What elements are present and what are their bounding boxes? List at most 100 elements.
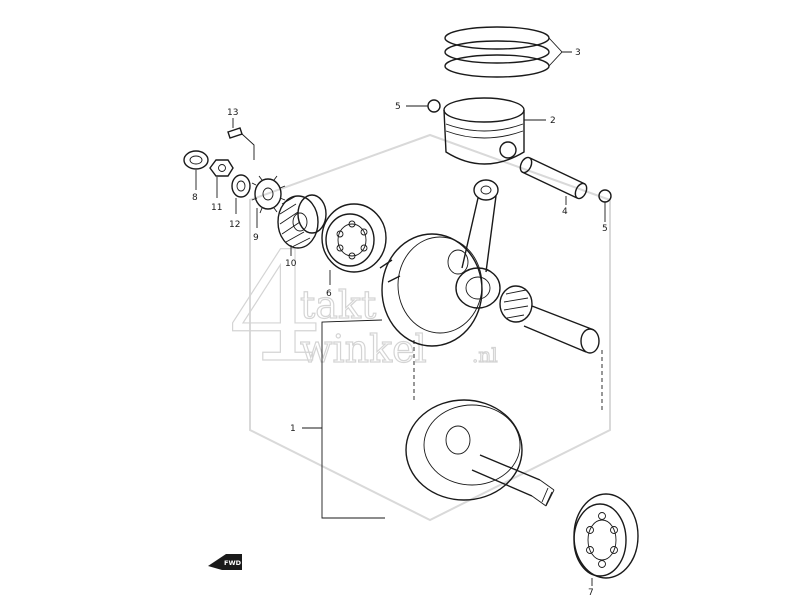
bearing-6-ball [348,220,356,228]
bearing-7-ball [586,546,594,554]
crank-left-web-inner [397,236,483,334]
callout-9[interactable]: 9 [253,233,259,243]
bearing-6-ball [348,252,356,260]
callout-12[interactable]: 12 [229,220,240,230]
drive-gear-teeth [251,175,286,214]
callout-13-leader [232,118,255,160]
piston-ring-middle [444,40,550,64]
washer: 12 [229,174,251,230]
nut-bore [218,164,226,172]
crank-left-web [381,233,483,347]
callout-7[interactable]: 7 [588,588,594,598]
callout-10[interactable]: 10 [285,259,297,269]
primary-gear-bore [292,212,308,232]
callout-3[interactable]: 3 [575,48,581,58]
bearing-7-ball [586,526,594,534]
piston-pin-boss [499,141,517,159]
crank-pin-end [580,328,600,354]
bearing-6-outer-race [321,203,387,273]
crank-thread-lines [541,487,553,506]
callout-4[interactable]: 4 [562,207,568,217]
primary-gear-front [277,195,319,249]
watermark-line2: winkel [300,327,427,371]
conrod-small-end [473,179,499,201]
oil-seal-outer [183,150,209,170]
bearing-7-outer-race [573,493,639,579]
callout-13[interactable]: 13 [227,108,238,118]
nut-hex [209,159,234,177]
conrod-big-end [455,267,501,309]
conrod-big-end-bore [465,276,491,300]
direction-badge: FWD [208,554,242,570]
primary-gear-teeth [279,195,311,248]
callout-3-leader [548,37,572,67]
crankshaft-bearing-left: 6 [321,203,387,299]
conrod-small-end-bore [480,185,492,195]
piston-ring-top [444,26,550,50]
crank-pin-left [447,249,469,275]
key: 13 [227,108,255,160]
key-body [227,127,243,139]
piston-crown [443,97,525,123]
callout-1-leader [321,319,385,519]
watermark-line1: takt [300,283,376,327]
bearing-6-side [325,213,375,267]
circlip-left-ring [427,99,441,113]
fwd-arrow-icon [208,554,242,570]
callout-2[interactable]: 2 [550,116,556,126]
bearing-7-ball [598,560,606,568]
piston: 2 [443,97,556,165]
callout-11[interactable]: 11 [211,203,222,213]
needle-bearing-rollers [503,289,529,319]
callout-1[interactable]: 1 [290,424,296,434]
piston-pin-end-right [574,182,588,200]
primary-gear-hub [297,194,327,234]
oil-seal-inner [189,155,203,165]
watermark-suffix: .nl [472,343,498,367]
piston-pin: 4 [519,156,588,217]
nut: 11 [209,159,234,213]
washer-inner [236,180,246,192]
crank-right-web [405,399,523,501]
conrod-needle-bearing [499,285,533,323]
drive-gear-body [254,178,282,210]
crankshaft: 1 [290,179,603,519]
piston-pin-circlip-right: 5 [598,189,612,234]
callout-6[interactable]: 6 [326,289,332,299]
washer-outer [231,174,251,198]
crank-right-web-inner [423,404,521,486]
watermark: 4 takt winkel .nl [227,133,611,522]
bearing-6-ball [360,228,368,236]
callout-8[interactable]: 8 [192,193,198,203]
crankshaft-bearing-right: 7 [573,493,639,598]
oil-seal: 8 [183,150,209,203]
bearing-7-ball [610,526,618,534]
callout-5b[interactable]: 5 [602,224,608,234]
bearing-7-inner-race [587,519,617,561]
bearing-6-inner-race [337,223,367,257]
piston-pin-circlip-left: 5 [395,99,441,113]
bearing-6-ball [360,244,368,252]
piston-pin-end-left [519,156,533,174]
conrod-beam [461,195,497,273]
alignment-guides [413,340,603,410]
bearing-7-side [573,503,627,577]
piston-ring-oil [444,54,550,78]
piston-pin-body [521,157,586,199]
bearing-6-ball [336,230,344,238]
primary-gear: 10 [277,194,327,269]
bearing-7-ball [598,512,606,520]
watermark-number: 4 [228,222,323,396]
callout-5a[interactable]: 5 [395,102,401,112]
piston-skirt [443,109,525,165]
fwd-label: FWD [224,559,242,567]
crank-right-shaft-thread [531,479,555,507]
bearing-7-ball [610,546,618,554]
crank-pin [523,305,595,353]
piston-ring-set: 3 [444,26,581,78]
crank-right-bore [445,425,471,455]
crank-left-shaft [379,259,401,283]
primary-drive-gear: 9 [251,175,286,243]
